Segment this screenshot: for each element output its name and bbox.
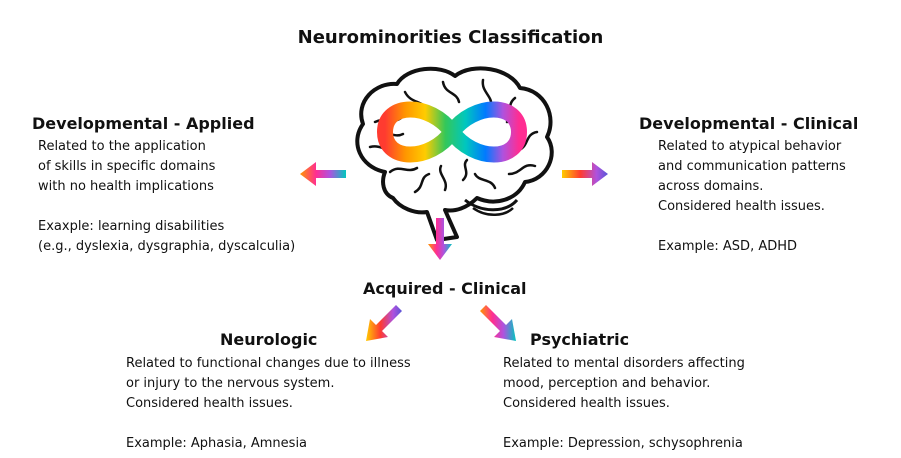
page-title: Neurominorities Classification (297, 27, 604, 48)
acquired-clinical-heading: Acquired - Clinical (363, 279, 527, 298)
infinity-icon (377, 101, 527, 163)
description-line: Considered health issues. (126, 396, 293, 411)
arrow-down-left-icon (366, 305, 402, 341)
neurologic-heading: Neurologic (220, 330, 318, 349)
neurologic-description: Related to functional changes due to ill… (126, 354, 411, 454)
description-line: Related to atypical behavior (658, 139, 842, 154)
description-line: Considered health issues. (658, 199, 825, 214)
example-line: Exaxple: learning disabilities (38, 219, 225, 234)
cerebellum-fold (464, 198, 519, 212)
developmental-clinical-heading: Developmental - Clinical (639, 114, 859, 133)
example-line: Example: Aphasia, Amnesia (126, 436, 308, 451)
developmental-applied-description: Related to the application of skills in … (38, 137, 295, 257)
description-line: Related to functional changes due to ill… (126, 356, 411, 371)
description-line: Considered health issues. (503, 396, 670, 411)
example-line: (e.g., dyslexia, dysgraphia, dyscalculia… (38, 239, 296, 254)
cerebellum-fold (472, 206, 514, 216)
arrow-down-icon (428, 218, 452, 260)
example-line: Example: Depression, schysophrenia (503, 436, 743, 451)
arrow-down-right-icon (480, 305, 516, 341)
description-line: Related to mental disorders affecting (503, 356, 745, 371)
description-line: across domains. (658, 179, 764, 194)
arrow-right-icon (562, 162, 608, 186)
description-line: with no health implications (38, 179, 214, 194)
example-line: Example: ASD, ADHD (658, 239, 798, 254)
arrow-left-icon (300, 162, 346, 186)
description-line: mood, perception and behavior. (503, 376, 711, 391)
brain-with-rainbow-infinity-icon (355, 66, 554, 242)
psychiatric-description: Related to mental disorders affecting mo… (503, 354, 745, 454)
description-line: Related to the application (38, 139, 206, 154)
description-line: or injury to the nervous system. (126, 376, 335, 391)
description-line: of skills in specific domains (38, 159, 216, 174)
psychiatric-heading: Psychiatric (530, 330, 630, 349)
developmental-applied-heading: Developmental - Applied (32, 114, 255, 133)
description-line: and communication patterns (658, 159, 846, 174)
developmental-clinical-description: Related to atypical behavior and communi… (658, 137, 846, 257)
